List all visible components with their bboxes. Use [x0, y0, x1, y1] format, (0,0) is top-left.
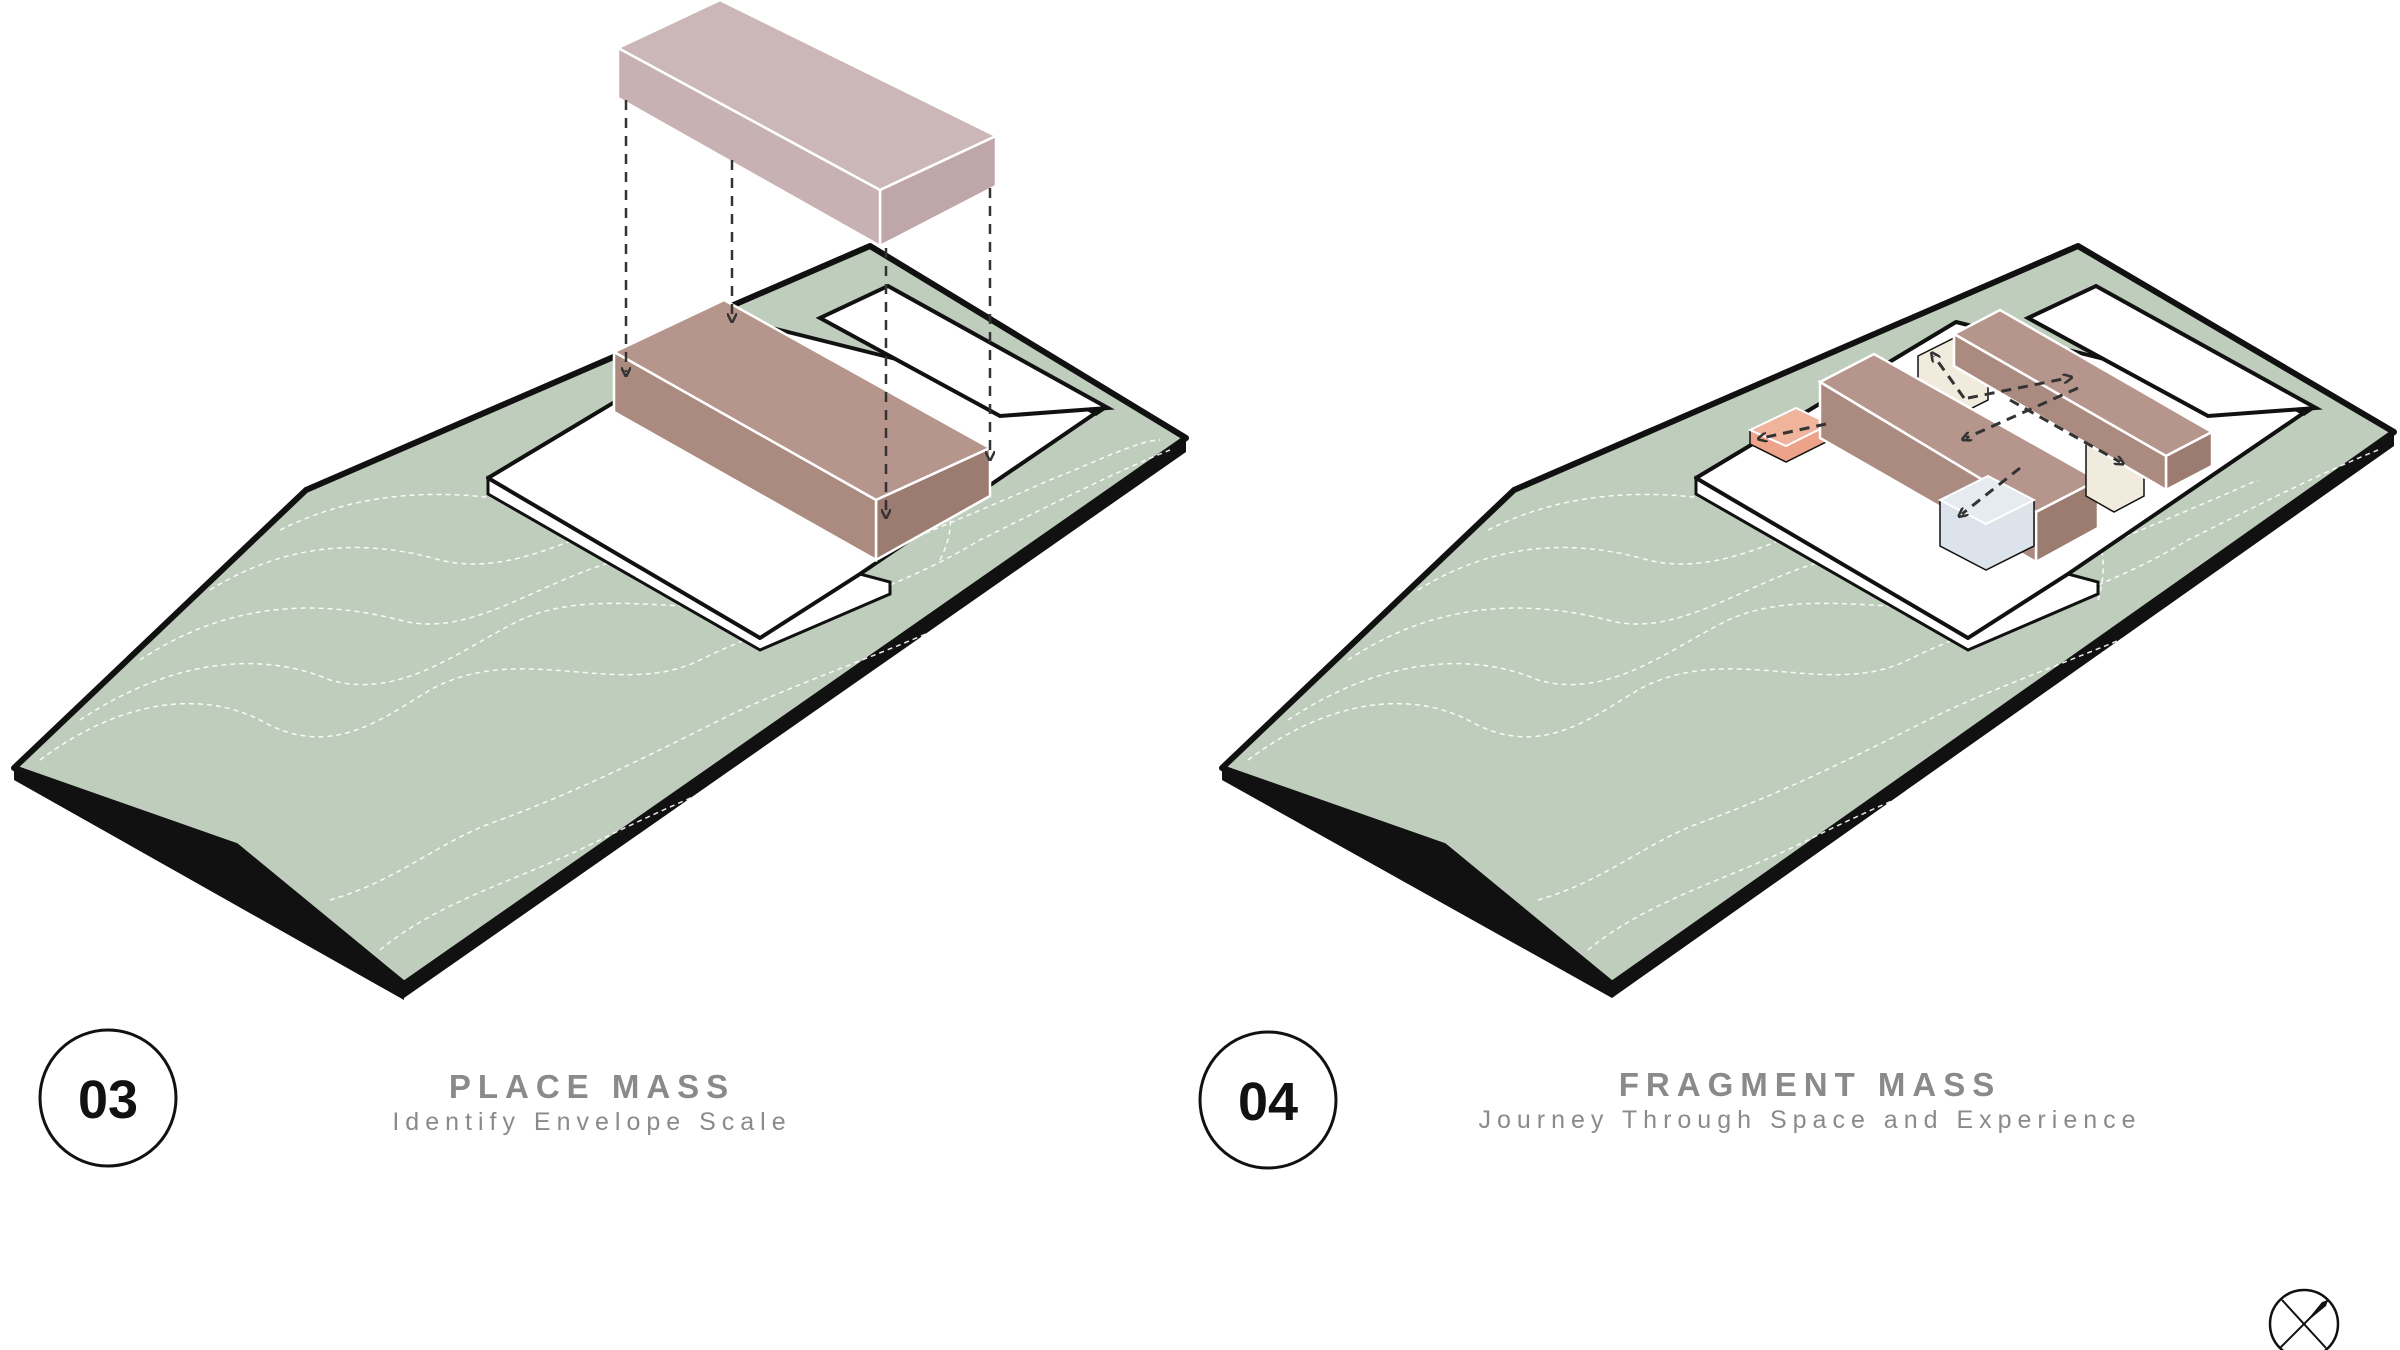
- panel-03-subtitle: Identify Envelope Scale: [392, 1108, 791, 1136]
- panel-03-number: 03: [78, 1070, 138, 1130]
- panel-04-subtitle: Journey Through Space and Experience: [1478, 1106, 2141, 1134]
- panel-03-label: 03 PLACE MASS Identify Envelope Scale: [38, 1028, 791, 1168]
- panel-03-number-circle: [38, 1028, 178, 1168]
- panel-04-number: 04: [1238, 1072, 1298, 1132]
- panel-03-diagram: [11, 0, 1189, 1000]
- journey-arrows-04: [1762, 356, 2120, 514]
- north-arrow-icon: [2268, 1288, 2340, 1350]
- panel-04-diagram: [1219, 243, 2397, 998]
- floating-envelope-03: [616, 0, 998, 249]
- projection-arrows-03: [626, 100, 990, 514]
- panel-04-label: 04 FRAGMENT MASS Journey Through Space a…: [1198, 1030, 2141, 1170]
- placed-mass-03: [612, 298, 992, 563]
- contour-lines-03: [39, 379, 1181, 951]
- panel-04-title: FRAGMENT MASS: [1619, 1066, 2002, 1103]
- panel-03-title: PLACE MASS: [449, 1068, 735, 1105]
- panel-04-number-circle: [1198, 1030, 1338, 1170]
- fragment-mass-b: [1951, 308, 2215, 493]
